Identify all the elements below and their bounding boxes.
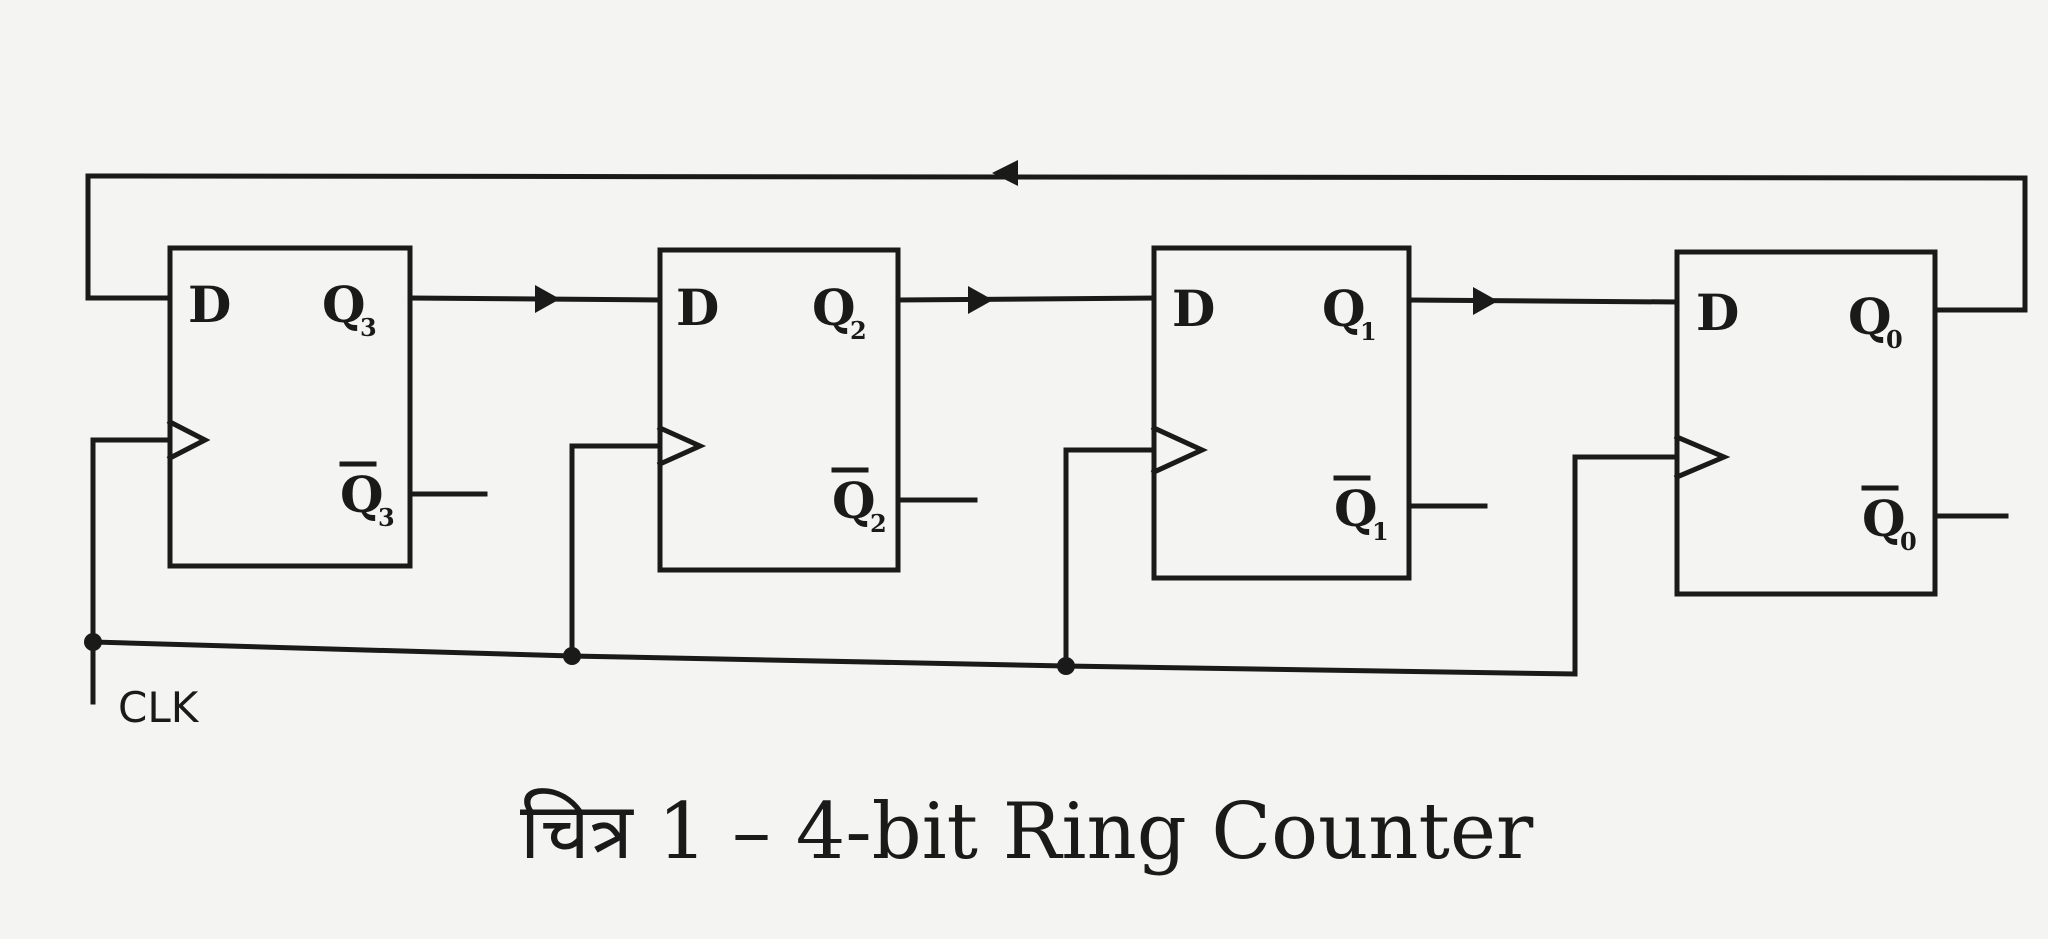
- ff2-q-sub: 2: [850, 316, 867, 345]
- clock-label: CLK: [118, 683, 200, 732]
- feedback-arrow: [992, 160, 1018, 186]
- arrow-right-icon: [535, 285, 560, 313]
- flip-flop-2: D Q 2 Q 2: [656, 247, 901, 573]
- ff3-qbar-sub: 3: [378, 503, 395, 532]
- ff3-q-sub: 3: [360, 313, 377, 342]
- junction-dot: [563, 647, 581, 665]
- figure-caption: चित्र 1 – 4-bit Ring Counter: [520, 787, 1534, 877]
- flip-flop-1: D Q 1 Q 1: [1150, 245, 1412, 581]
- ff2-d-label: D: [676, 278, 719, 337]
- wire-q1-to-d0: [1406, 297, 1680, 305]
- ff0-q-sub: 0: [1886, 325, 1903, 354]
- ff0-q-label: Q: [1848, 287, 1892, 346]
- ff1-q-sub: 1: [1360, 317, 1377, 346]
- ff0-d-label: D: [1696, 283, 1739, 342]
- flip-flop-3: D Q 3 Q 3: [166, 245, 413, 569]
- clock-bus: [90, 437, 1680, 705]
- ff2-qbar-label: Q: [832, 471, 876, 530]
- ff0-qbar-sub: 0: [1900, 527, 1917, 556]
- ff3-qbar-label: Q: [340, 465, 384, 524]
- ff3-q-label: Q: [322, 275, 366, 334]
- ff1-d-label: D: [1172, 279, 1215, 338]
- ff2-q-label: Q: [812, 278, 856, 337]
- arrow-right-icon: [968, 286, 993, 314]
- clock-input-triangle: [1150, 424, 1209, 476]
- clock-input-triangle: [1673, 433, 1731, 481]
- junction-dot: [1057, 657, 1075, 675]
- feedback-wire: [85, 173, 2028, 313]
- clock-input-triangle: [656, 424, 707, 468]
- ff1-q-label: Q: [1322, 279, 1366, 338]
- ff1-qbar-sub: 1: [1372, 517, 1389, 546]
- flip-flop-0: D Q 0 Q 0: [1673, 249, 1938, 597]
- ff2-qbar-sub: 2: [870, 509, 887, 538]
- ff0-qbar-label: Q: [1862, 489, 1906, 548]
- clock-input-triangle: [166, 418, 211, 462]
- ff1-qbar-label: Q: [1334, 479, 1378, 538]
- arrow-right-icon: [1473, 287, 1498, 315]
- wire-q2-to-d1: [895, 295, 1157, 303]
- junction-dot: [84, 633, 102, 651]
- ff3-d-label: D: [188, 275, 231, 334]
